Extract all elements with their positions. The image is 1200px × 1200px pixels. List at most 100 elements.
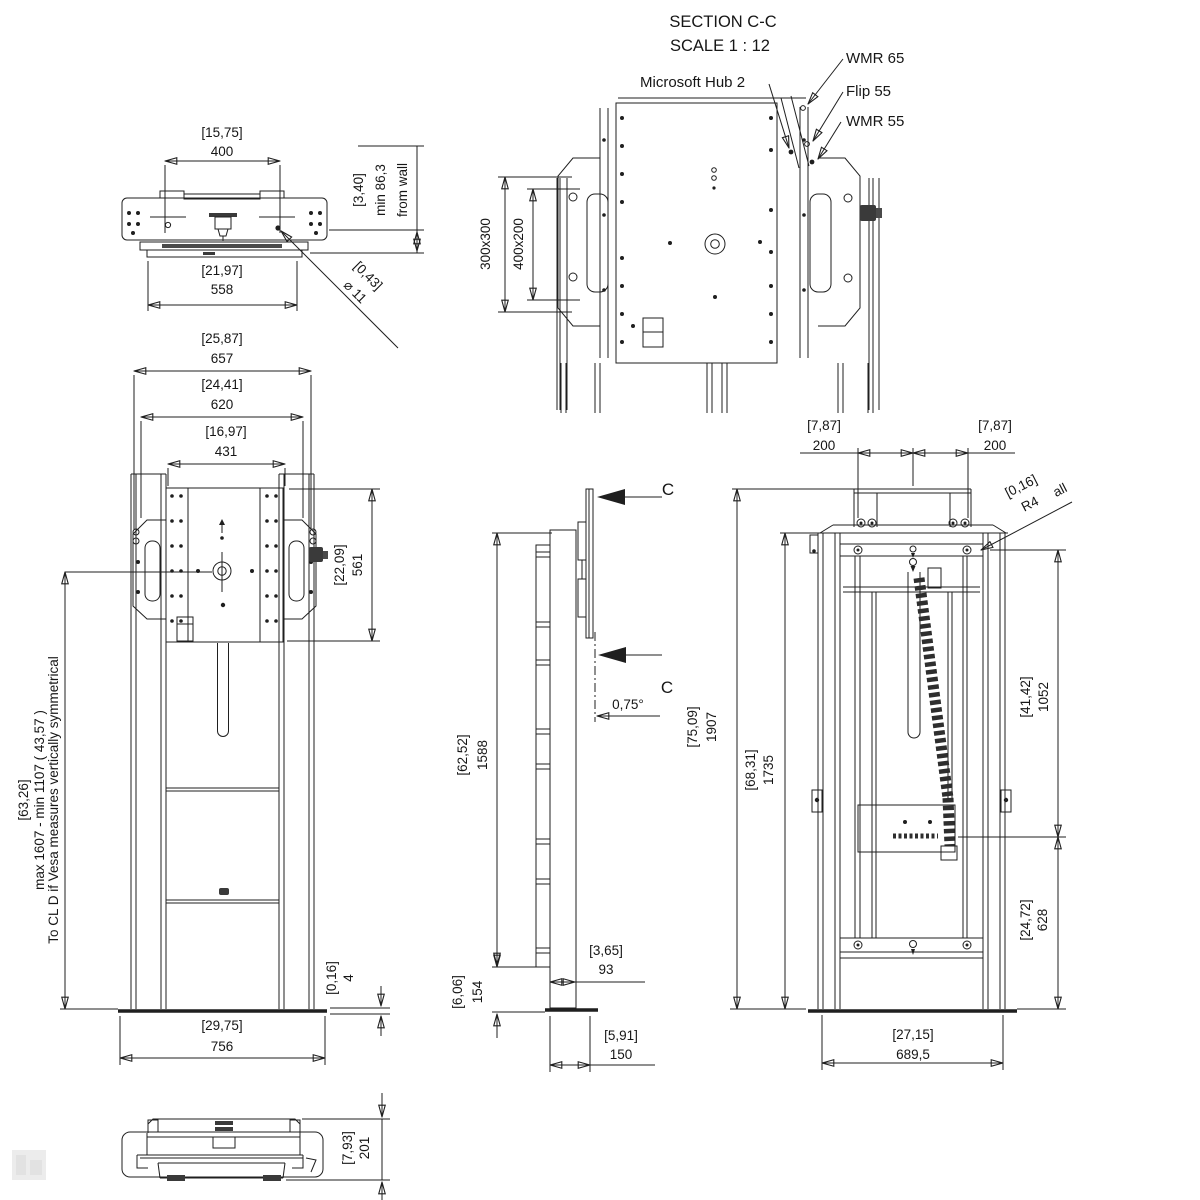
callout-flip55: Flip 55 — [846, 83, 891, 100]
section-callouts: Microsoft Hub 2 WMR 65 Flip 55 WMR 55 — [640, 50, 904, 159]
dim-200l-in: [7,87] — [807, 418, 841, 433]
dim-201-mm: 201 — [357, 1137, 372, 1160]
dim-150-in: [5,91] — [604, 1028, 638, 1043]
dim-154-in: [6,06] — [450, 975, 465, 1009]
dim-689-mm: 689,5 — [896, 1047, 930, 1062]
section-cut-label-top: C — [662, 480, 674, 499]
dim-wall-mm: min 86,3 — [373, 164, 388, 216]
dim-vesa-outer: 300x300 — [478, 218, 493, 270]
top-view-body — [121, 190, 328, 258]
callout-wmr55: WMR 55 — [846, 113, 904, 130]
dim-200r-mm: 200 — [984, 438, 1007, 453]
section-body — [556, 95, 882, 413]
callout-hub: Microsoft Hub 2 — [640, 74, 745, 91]
dim-200l-mm: 200 — [813, 438, 836, 453]
dim-431-mm: 431 — [215, 444, 238, 459]
dim-628-mm: 628 — [1035, 909, 1050, 932]
bottom-dim-201: [7,93] 201 — [286, 1093, 390, 1200]
dim-657-mm: 657 — [211, 351, 234, 366]
top-view-dim-400: [15,75] 400 — [165, 125, 280, 233]
side-view-body — [535, 488, 598, 1012]
rear-dim-1052: [41,42] 1052 — [958, 550, 1066, 837]
dim-756-in: [29,75] — [201, 1018, 242, 1033]
rear-dim-689: [27,15] 689,5 — [822, 1015, 1003, 1070]
dim-200r-in: [7,87] — [978, 418, 1012, 433]
dim-1907-in: [75,09] — [685, 706, 700, 747]
top-view-dim-558: [21,97] 558 — [148, 261, 297, 311]
side-view: C C 0,75° [62,52] 1588 [6,06] 154 [3,65]… — [450, 480, 674, 1072]
dim-1735-in: [68,31] — [743, 749, 758, 790]
front-dim-height-range: [63,26] max 1607 - min 1107 ( 43,57 ) To… — [16, 572, 212, 1009]
dim-vesa-inner: 400x200 — [511, 218, 526, 270]
dim-tilt: 0,75° — [612, 697, 644, 712]
dim-558-in: [21,97] — [201, 263, 242, 278]
rear-dim-200-left: [7,87] 200 — [800, 418, 1015, 518]
dim-431-in: [16,97] — [205, 424, 246, 439]
dim-93-mm: 93 — [598, 962, 613, 977]
dim-1735-mm: 1735 — [761, 755, 776, 785]
dim-baset-mm: 4 — [341, 974, 356, 982]
section-title: SECTION C-C — [669, 13, 776, 31]
callout-wmr65: WMR 65 — [846, 50, 904, 67]
front-dim-base-thickness: [0,16] 4 — [324, 961, 390, 1036]
dim-628-in: [24,72] — [1018, 899, 1033, 940]
dim-620-mm: 620 — [211, 397, 234, 412]
front-dim-756: [29,75] 756 — [120, 1016, 325, 1065]
dim-620-in: [24,41] — [201, 377, 242, 392]
top-view-dim-wall: [3,40] min 86,3 from wall — [310, 145, 424, 254]
side-view-section-arrows: C C — [597, 480, 674, 697]
dim-1588-mm: 1588 — [475, 740, 490, 770]
rear-view: [7,87] 200 [7,87] 200 [0,16] R4 all [75,… — [685, 418, 1073, 1070]
front-dim-431: [16,97] 431 — [168, 424, 285, 486]
bottom-view-body — [121, 1118, 324, 1181]
dim-1052-in: [41,42] — [1018, 676, 1033, 717]
hole-11mm — [275, 225, 281, 231]
front-dim-561: [22,09] 561 — [287, 489, 380, 641]
dim-93-in: [3,65] — [589, 943, 623, 958]
dim-657-in: [25,87] — [201, 331, 242, 346]
rear-view-body — [808, 488, 1017, 1013]
side-dim-154: [6,06] 154 — [450, 941, 545, 1038]
dim-1588-in: [62,52] — [455, 734, 470, 775]
rear-dim-1907: [75,09] 1907 — [685, 489, 856, 1009]
dim-561-mm: 561 — [350, 554, 365, 577]
dim-1052-mm: 1052 — [1036, 682, 1051, 712]
dim-range-note: To CL D if Vesa measures vertically symm… — [46, 656, 61, 944]
cable-chain — [913, 577, 954, 799]
watermark — [12, 1150, 46, 1180]
dim-201-in: [7,93] — [340, 1131, 355, 1165]
front-view-body — [118, 473, 328, 1013]
rear-dim-628: [24,72] 628 — [1017, 837, 1066, 1009]
dim-range-in: [63,26] — [16, 779, 31, 820]
rear-dim-1735: [68,31] 1735 — [743, 533, 820, 1009]
front-dim-620: [24,41] 620 — [141, 377, 303, 518]
dim-150-mm: 150 — [610, 1047, 633, 1062]
rear-dim-r4: [0,16] R4 all — [981, 472, 1073, 550]
side-dim-1588: [62,52] 1588 — [455, 533, 552, 967]
bottom-view: [7,93] 201 — [121, 1093, 390, 1200]
dim-558-mm: 558 — [211, 282, 234, 297]
front-view: [25,87] 657 [24,41] 620 [16,97] 431 [22,… — [16, 331, 390, 1065]
dim-wall-in: [3,40] — [351, 173, 366, 207]
dim-range-mm: max 1607 - min 1107 ( 43,57 ) — [32, 710, 47, 890]
dim-689-in: [27,15] — [892, 1027, 933, 1042]
dim-561-in: [22,09] — [332, 544, 347, 585]
locking-knob — [309, 547, 323, 562]
dim-400-in: [15,75] — [201, 125, 242, 140]
top-view: [15,75] 400 [21,97] 558 [3,40] min 86,3 … — [121, 125, 424, 349]
dim-baset-in: [0,16] — [324, 961, 339, 995]
section-scale: SCALE 1 : 12 — [670, 37, 770, 55]
section-cut-label-bottom: C — [661, 678, 673, 697]
section-vesa-dims: 300x300 400x200 — [478, 177, 580, 312]
rear-dim-200-right: [7,87] 200 — [913, 418, 1012, 518]
dim-r4-mm: R4 — [1019, 493, 1042, 514]
side-dim-93: [3,65] 93 — [550, 943, 645, 982]
dim-r4-note: all — [1051, 480, 1070, 500]
dim-400-mm: 400 — [211, 144, 234, 159]
front-dim-657: [25,87] 657 — [134, 331, 311, 530]
dim-wall-note: from wall — [395, 163, 410, 217]
section-view: SECTION C-C SCALE 1 : 12 Microsoft Hub 2… — [478, 13, 904, 413]
dim-1907-mm: 1907 — [704, 712, 719, 742]
